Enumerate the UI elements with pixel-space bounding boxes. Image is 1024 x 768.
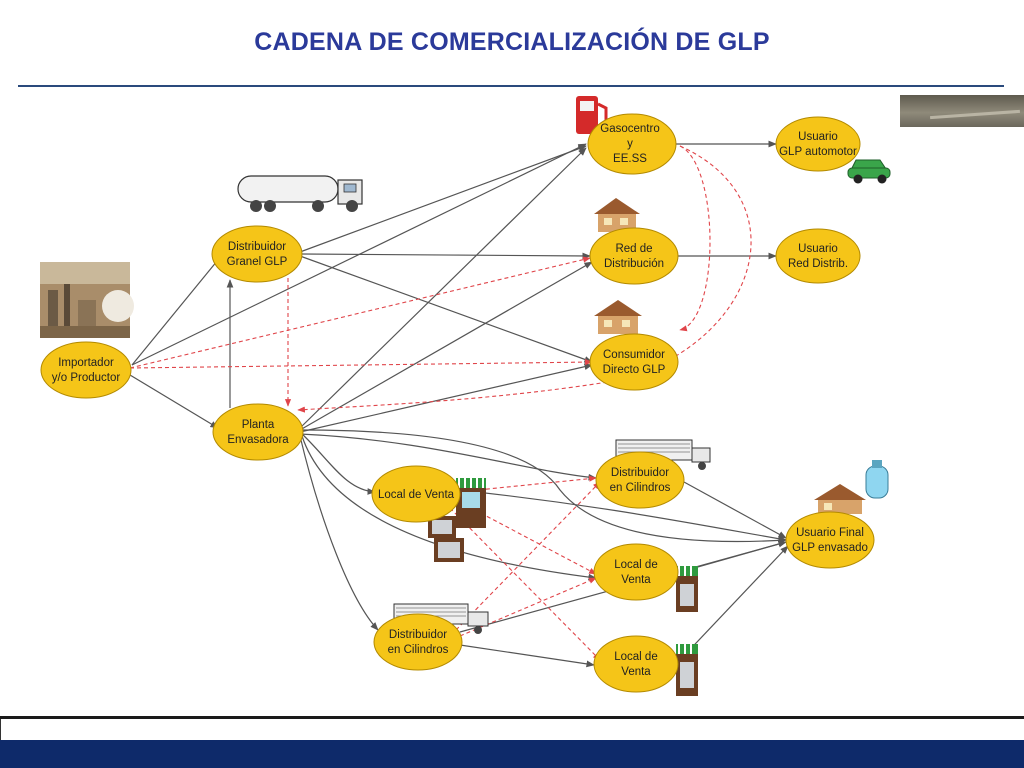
arrow-planta-localventa2 — [301, 435, 597, 581]
arrow-planta-usuariofinal — [301, 429, 787, 544]
node-label-line: Envasadora — [227, 434, 289, 446]
footer-divider — [0, 716, 1024, 719]
node-label-line: Consumidor — [603, 349, 665, 361]
node-label-line: en Cilindros — [610, 482, 671, 494]
node-label-line: Local de — [614, 651, 657, 663]
node-red-distribucion: Red de Distribución — [589, 227, 679, 285]
dash-localventa-localventa3 — [449, 507, 601, 661]
node-label-line: Venta — [621, 574, 651, 586]
node-distribuidor-cilindros-2: Distribuidor en Cilindros — [373, 613, 463, 671]
node-gasocentro: Gasocentro y EE.SS — [587, 113, 677, 175]
node-label-line: Local de Venta — [378, 489, 455, 501]
node-usuario-final: Usuario Final GLP envasado — [785, 511, 875, 569]
gas-cylinder-icon — [865, 460, 889, 499]
house-icon-usuario-final — [814, 484, 866, 514]
node-label-line: Venta — [621, 666, 651, 678]
arrow-distribuidor-gasocentro — [299, 145, 587, 253]
car-icon — [847, 159, 891, 184]
bulk-tanker-truck-icon — [237, 175, 363, 212]
node-label-line: Distribuidor — [611, 467, 669, 479]
node-label-line: Usuario — [798, 243, 838, 255]
node-distribuidor-cilindros-1: Distribuidor en Cilindros — [595, 451, 685, 509]
arrow-distcil2-localventa3 — [459, 644, 595, 668]
node-distribuidor-granel: Distribuidor Granel GLP — [211, 225, 303, 283]
node-label-line: Red Distrib. — [788, 258, 848, 270]
node-label-line: Distribuidor — [228, 241, 286, 253]
node-label-line: EE.SS — [613, 153, 647, 165]
arrow-planta-red — [299, 261, 593, 431]
node-label-line: Usuario — [798, 131, 838, 143]
footer-bar — [0, 740, 1024, 768]
node-label-line: Distribución — [604, 258, 664, 270]
node-label-line: Local de — [614, 559, 657, 571]
arrow-distcil1-usuariofinal — [683, 481, 787, 539]
house-icon-red — [594, 198, 640, 232]
arrow-distribuidor-red — [301, 252, 591, 260]
node-usuario-automotor: Usuario GLP automotor — [775, 116, 861, 172]
node-label-line: Gasocentro — [600, 123, 659, 135]
dash-importador-red — [129, 256, 591, 369]
shop-icon-3 — [676, 644, 698, 696]
arrow-importador-distribuidor — [131, 254, 223, 366]
node-label-line: Usuario Final — [796, 527, 864, 539]
footer-edge — [0, 719, 5, 740]
node-label-line: Directo GLP — [603, 364, 666, 376]
solid-flow-arrows — [129, 140, 789, 668]
dash-gasocentro-planta — [297, 145, 752, 413]
arrow-planta-distcil2 — [299, 435, 379, 631]
arrow-localventa-usuariofinal — [457, 489, 787, 543]
node-label-line: Planta — [242, 419, 275, 431]
house-icon-consumidor — [594, 300, 642, 334]
node-label-line: Distribuidor — [389, 629, 447, 641]
node-label-line: Importador — [58, 357, 114, 369]
title-divider — [18, 85, 1004, 87]
node-label-line: Granel GLP — [227, 256, 288, 268]
arrow-planta-gasocentro — [299, 147, 587, 429]
corner-photo — [900, 95, 1024, 127]
node-label-line: en Cilindros — [388, 644, 449, 656]
node-importador: Importador y/o Productor — [40, 341, 132, 399]
node-usuario-red: Usuario Red Distrib. — [775, 228, 861, 284]
node-local-venta-1: Local de Venta — [371, 465, 461, 523]
node-label-line: y/o Productor — [52, 372, 121, 384]
node-local-venta-3: Local de Venta — [593, 635, 679, 693]
dash-importador-consumidor — [129, 359, 593, 369]
arrow-planta-distcil1 — [299, 433, 597, 481]
node-label-line: GLP automotor — [779, 146, 857, 158]
industrial-plant-photo — [40, 262, 134, 338]
node-label-line: GLP envasado — [792, 542, 868, 554]
dash-localventa-localventa2 — [455, 499, 597, 575]
arrow-planta-localventa — [299, 431, 376, 495]
dash-gasocentro-loop — [679, 145, 711, 332]
arrow-localventa3-usuariofinal — [679, 545, 789, 661]
arrow-distribuidor-consumidor — [299, 255, 593, 363]
page-title: CADENA DE COMERCIALIZACIÓN DE GLP — [254, 28, 770, 56]
node-label-line: Red de — [615, 243, 652, 255]
node-local-venta-2: Local de Venta — [593, 543, 679, 601]
node-consumidor-directo: Consumidor Directo GLP — [589, 333, 679, 391]
shop-icon-2 — [676, 566, 698, 612]
arrow-importador-planta — [129, 374, 219, 429]
node-label-line: y — [627, 138, 633, 150]
shop-icon-1 — [428, 478, 486, 562]
arrow-planta-consumidor — [299, 363, 593, 433]
node-planta-envasadora: Planta Envasadora — [212, 403, 304, 461]
